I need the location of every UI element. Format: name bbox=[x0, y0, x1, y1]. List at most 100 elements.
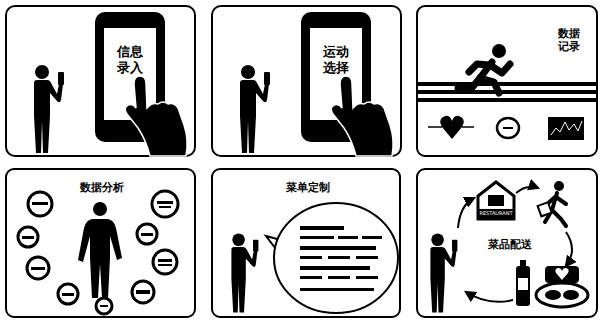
bottle-label bbox=[518, 278, 528, 290]
cycle-arrow bbox=[566, 232, 572, 266]
bottle-cap bbox=[520, 260, 526, 266]
menu-line bbox=[356, 256, 378, 259]
cycle-arrow bbox=[516, 187, 538, 193]
lunchbox-heart bbox=[555, 268, 568, 280]
data-bar bbox=[22, 236, 34, 239]
panel-three-art bbox=[417, 44, 597, 140]
courier-arm bbox=[546, 197, 555, 205]
restaurant-sign: RESTAURANT bbox=[476, 210, 516, 217]
panel-one bbox=[6, 6, 195, 156]
runner-leg bbox=[480, 78, 499, 93]
courier-torso bbox=[552, 193, 557, 210]
menu-line bbox=[300, 288, 374, 291]
courier-head bbox=[554, 181, 564, 191]
data-circles bbox=[18, 191, 178, 314]
data-bar bbox=[159, 206, 171, 208]
heart-icon bbox=[440, 116, 464, 139]
courier-arm bbox=[556, 197, 566, 204]
track-line bbox=[417, 82, 597, 86]
data-bar bbox=[100, 305, 108, 307]
node-title: 运动 选择 bbox=[321, 44, 351, 75]
panel-four-art bbox=[18, 191, 178, 314]
lunchbox-food bbox=[563, 290, 579, 300]
water-icon bbox=[497, 118, 519, 138]
node-title: 菜单定制 bbox=[268, 181, 348, 194]
menu-line bbox=[300, 236, 334, 239]
person-figure bbox=[34, 65, 64, 153]
bottle-icon bbox=[516, 266, 530, 306]
panel-two bbox=[212, 6, 401, 156]
menu-line bbox=[300, 226, 344, 230]
panel-box: 菜品配送 bbox=[416, 168, 598, 318]
node-title: 菜品配送 bbox=[470, 238, 550, 251]
runner-leg bbox=[458, 78, 480, 90]
data-bar bbox=[157, 201, 173, 204]
data-circle bbox=[132, 281, 154, 303]
runner-arm bbox=[490, 64, 510, 73]
parcel-icon bbox=[538, 202, 552, 216]
data-bar bbox=[141, 233, 153, 236]
data-circle bbox=[28, 192, 52, 216]
phone-frame bbox=[301, 12, 371, 142]
menu-line bbox=[300, 246, 376, 250]
person-figure bbox=[430, 233, 457, 312]
runner-figure bbox=[458, 62, 510, 93]
data-circle bbox=[96, 298, 112, 314]
menu-line bbox=[328, 276, 350, 279]
panel-box: 数据分析 bbox=[5, 168, 196, 318]
courier-leg bbox=[552, 210, 566, 226]
data-bar bbox=[62, 293, 74, 296]
node-title: 数据分析 bbox=[47, 181, 157, 194]
courier-leg bbox=[545, 210, 552, 222]
chart-line bbox=[551, 121, 582, 135]
cycle-arrow bbox=[466, 292, 513, 302]
bubble-tail bbox=[266, 236, 281, 253]
data-circle bbox=[152, 191, 178, 217]
person-figure bbox=[240, 65, 270, 153]
panel-frame bbox=[212, 6, 401, 156]
chart-icon bbox=[548, 117, 584, 140]
data-circle bbox=[27, 257, 49, 279]
data-bars bbox=[22, 201, 173, 307]
phone-screen: 信息 录入 bbox=[104, 28, 156, 120]
panel-box: 菜单定制 bbox=[211, 168, 401, 318]
menu-line bbox=[362, 236, 382, 239]
panel-box: 数据 记录 bbox=[416, 5, 598, 157]
track-line bbox=[417, 90, 597, 94]
data-circle bbox=[153, 250, 177, 274]
runner-head bbox=[492, 44, 506, 58]
lunchbox-food bbox=[545, 290, 561, 300]
menu-line bbox=[300, 256, 322, 259]
menu-line bbox=[300, 276, 322, 279]
data-bar bbox=[136, 290, 150, 294]
data-bar bbox=[32, 202, 48, 205]
panel-five-art bbox=[231, 203, 398, 313]
person-head bbox=[93, 202, 107, 216]
data-circle bbox=[18, 227, 38, 247]
phone-frame bbox=[95, 12, 165, 142]
person-figure bbox=[78, 219, 122, 298]
lunchbox-icon bbox=[536, 283, 588, 307]
pulse-line bbox=[428, 126, 442, 128]
water-mark bbox=[503, 127, 513, 129]
panel-frame bbox=[6, 6, 195, 156]
menu-line bbox=[300, 266, 370, 270]
panel-six-art bbox=[430, 181, 588, 313]
data-bar bbox=[158, 259, 172, 262]
hand-icon bbox=[125, 76, 187, 156]
bubble-join bbox=[278, 247, 284, 253]
data-bar bbox=[158, 264, 172, 266]
restaurant-door bbox=[488, 195, 504, 206]
node-title: 数据 记录 bbox=[556, 27, 582, 53]
runner-arm bbox=[469, 64, 489, 72]
data-bar bbox=[31, 267, 45, 270]
data-circle bbox=[137, 224, 157, 244]
track-line bbox=[417, 98, 597, 102]
cycle-arrow bbox=[458, 198, 474, 228]
person-figure bbox=[231, 233, 258, 312]
menu-line bbox=[338, 236, 358, 239]
runner-torso bbox=[480, 62, 492, 78]
data-circle bbox=[58, 284, 78, 304]
